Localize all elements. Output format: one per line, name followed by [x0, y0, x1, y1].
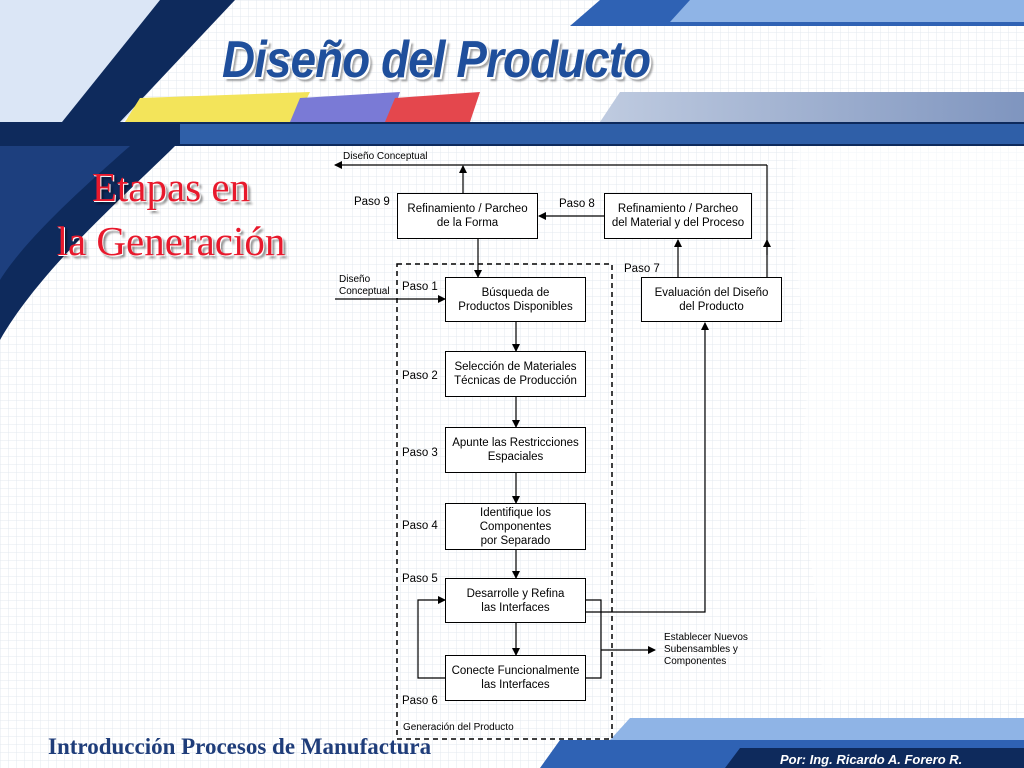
bracket-right — [586, 599, 602, 679]
footer-course-title: Introducción Procesos de Manufactura — [48, 734, 432, 759]
step-label-6: Paso 6 — [402, 695, 438, 707]
box-identifique-text: Identifique los Componentes por Separado — [479, 506, 552, 547]
box-identifique: Identifique los Componentes por Separado — [445, 503, 586, 550]
slide-title: Diseño del Producto — [222, 31, 651, 89]
step-label-2: Paso 2 — [402, 370, 438, 382]
loop-conecte-to-desarrolle — [417, 596, 446, 679]
box-conecte: Conecte Funcionalmente las Interfaces — [445, 655, 586, 701]
box-refinamiento-material-text: Refinamiento / Parcheo del Material y de… — [611, 203, 745, 229]
subtitle-line-2: la Generación — [56, 218, 286, 264]
step-label-3: Paso 3 — [402, 447, 438, 459]
box-apunte: Apunte las Restricciones Espaciales — [445, 427, 586, 473]
box-evaluacion: Evaluación del Diseño del Producto — [641, 277, 782, 322]
yellow-band — [125, 92, 310, 122]
input-concept-label: Diseño Conceptual — [339, 274, 390, 297]
top-concept-label: Diseño Conceptual — [343, 151, 428, 162]
box-evaluacion-text: Evaluación del Diseño del Producto — [654, 286, 769, 313]
generation-group-border — [396, 263, 613, 740]
step-label-5: Paso 5 — [402, 573, 438, 585]
group-label: Generación del Producto — [403, 722, 514, 733]
box-seleccion: Selección de Materiales Técnicas de Prod… — [445, 351, 586, 397]
output-label: Establecer Nuevos Subensambles y Compone… — [664, 632, 748, 667]
right-wave — [793, 146, 1024, 700]
step-label-1: Paso 1 — [402, 281, 438, 293]
step-label-9: Paso 9 — [354, 196, 390, 208]
box-desarrolle: Desarrolle y Refina las Interfaces — [445, 578, 586, 623]
top-light-bar — [670, 0, 1024, 22]
purple-band — [290, 92, 400, 122]
footer-author: Por: Ing. Ricardo A. Forero R. — [780, 752, 963, 767]
box-conecte-text: Conecte Funcionalmente las Interfaces — [451, 665, 580, 691]
box-refinamiento-material: Refinamiento / Parcheo del Material y de… — [604, 193, 752, 239]
box-busqueda-text: Búsqueda de Productos Disponibles — [458, 286, 573, 313]
step-label-8: Paso 8 — [559, 198, 595, 210]
bottom-light-bar — [610, 718, 1024, 740]
subtitle-line-1: Etapas en — [91, 164, 251, 210]
red-band — [385, 92, 480, 122]
box-seleccion-text: Selección de Materiales Técnicas de Prod… — [454, 361, 577, 387]
bottom-navy-bar — [725, 748, 1024, 768]
box-refinamiento-forma-text: Refinamiento / Parcheo de la Forma — [407, 203, 528, 229]
navy-swoosh-top — [62, 0, 235, 122]
gray-band — [600, 92, 1024, 122]
slide-subtitle: Etapas en la Generación — [36, 160, 306, 268]
arrow-desarrolle-to-eval — [586, 322, 709, 613]
box-desarrolle-text: Desarrolle y Refina las Interfaces — [466, 587, 565, 614]
step-label-4: Paso 4 — [402, 520, 438, 532]
box-apunte-text: Apunte las Restricciones Espaciales — [452, 437, 579, 463]
blue-header-bar — [180, 124, 1024, 144]
step-label-7: Paso 7 — [624, 263, 660, 275]
left-blue-curve — [0, 146, 130, 280]
box-busqueda: Búsqueda de Productos Disponibles — [445, 277, 586, 322]
box-refinamiento-forma: Refinamiento / Parcheo de la Forma — [397, 193, 538, 239]
